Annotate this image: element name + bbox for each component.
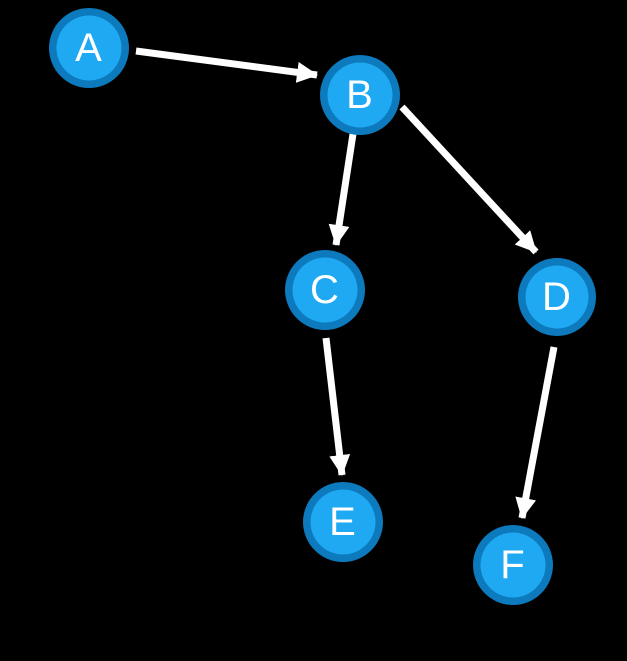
edge-b-c bbox=[328, 133, 357, 247]
edge-d-f bbox=[515, 346, 558, 520]
node-fill bbox=[56, 15, 122, 81]
node-fill bbox=[310, 489, 376, 555]
edge-b-d bbox=[399, 104, 539, 255]
node-fill bbox=[525, 265, 589, 329]
node-b[interactable]: B bbox=[320, 55, 400, 135]
node-fill bbox=[292, 257, 358, 323]
node-fill bbox=[480, 532, 546, 598]
node-a[interactable]: A bbox=[49, 8, 129, 88]
edge-c-e bbox=[322, 337, 351, 477]
nodes-layer: A B C D E F bbox=[49, 8, 596, 605]
edges-layer bbox=[135, 47, 558, 520]
node-fill bbox=[327, 62, 393, 128]
node-f[interactable]: F bbox=[473, 525, 553, 605]
node-d[interactable]: D bbox=[518, 258, 596, 336]
node-c[interactable]: C bbox=[285, 250, 365, 330]
edge-a-b bbox=[135, 47, 319, 83]
node-e[interactable]: E bbox=[303, 482, 383, 562]
